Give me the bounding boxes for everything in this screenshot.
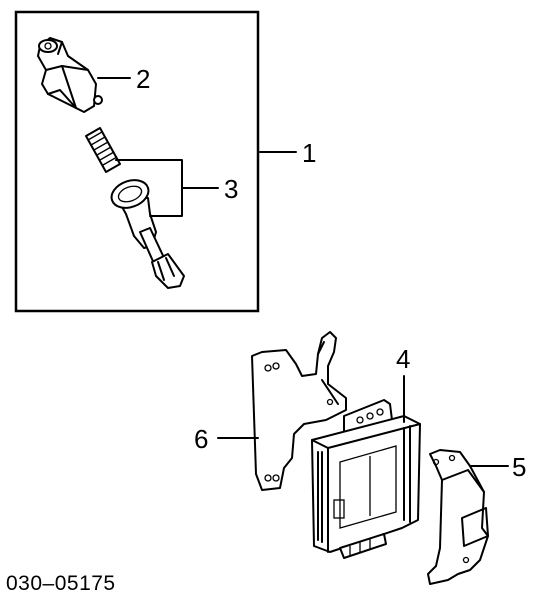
coil-spring-part: [85, 127, 121, 173]
bracket-part: [251, 331, 347, 491]
callout-5: 5: [512, 452, 526, 482]
leader-lines-group-1: [97, 77, 297, 217]
cover-bracket-part: [427, 449, 489, 585]
spark-plug-boot-part: [110, 179, 185, 289]
callout-6: 6: [194, 424, 208, 454]
ignition-coil-part: [37, 37, 103, 113]
control-module-part: [311, 399, 421, 559]
callout-3: 3: [224, 174, 238, 204]
diagram-code: 030–05175: [6, 572, 116, 595]
callout-2: 2: [136, 64, 150, 94]
callout-4: 4: [396, 344, 410, 374]
assembly-group-frame: [14, 10, 260, 313]
callout-1: 1: [302, 138, 316, 168]
